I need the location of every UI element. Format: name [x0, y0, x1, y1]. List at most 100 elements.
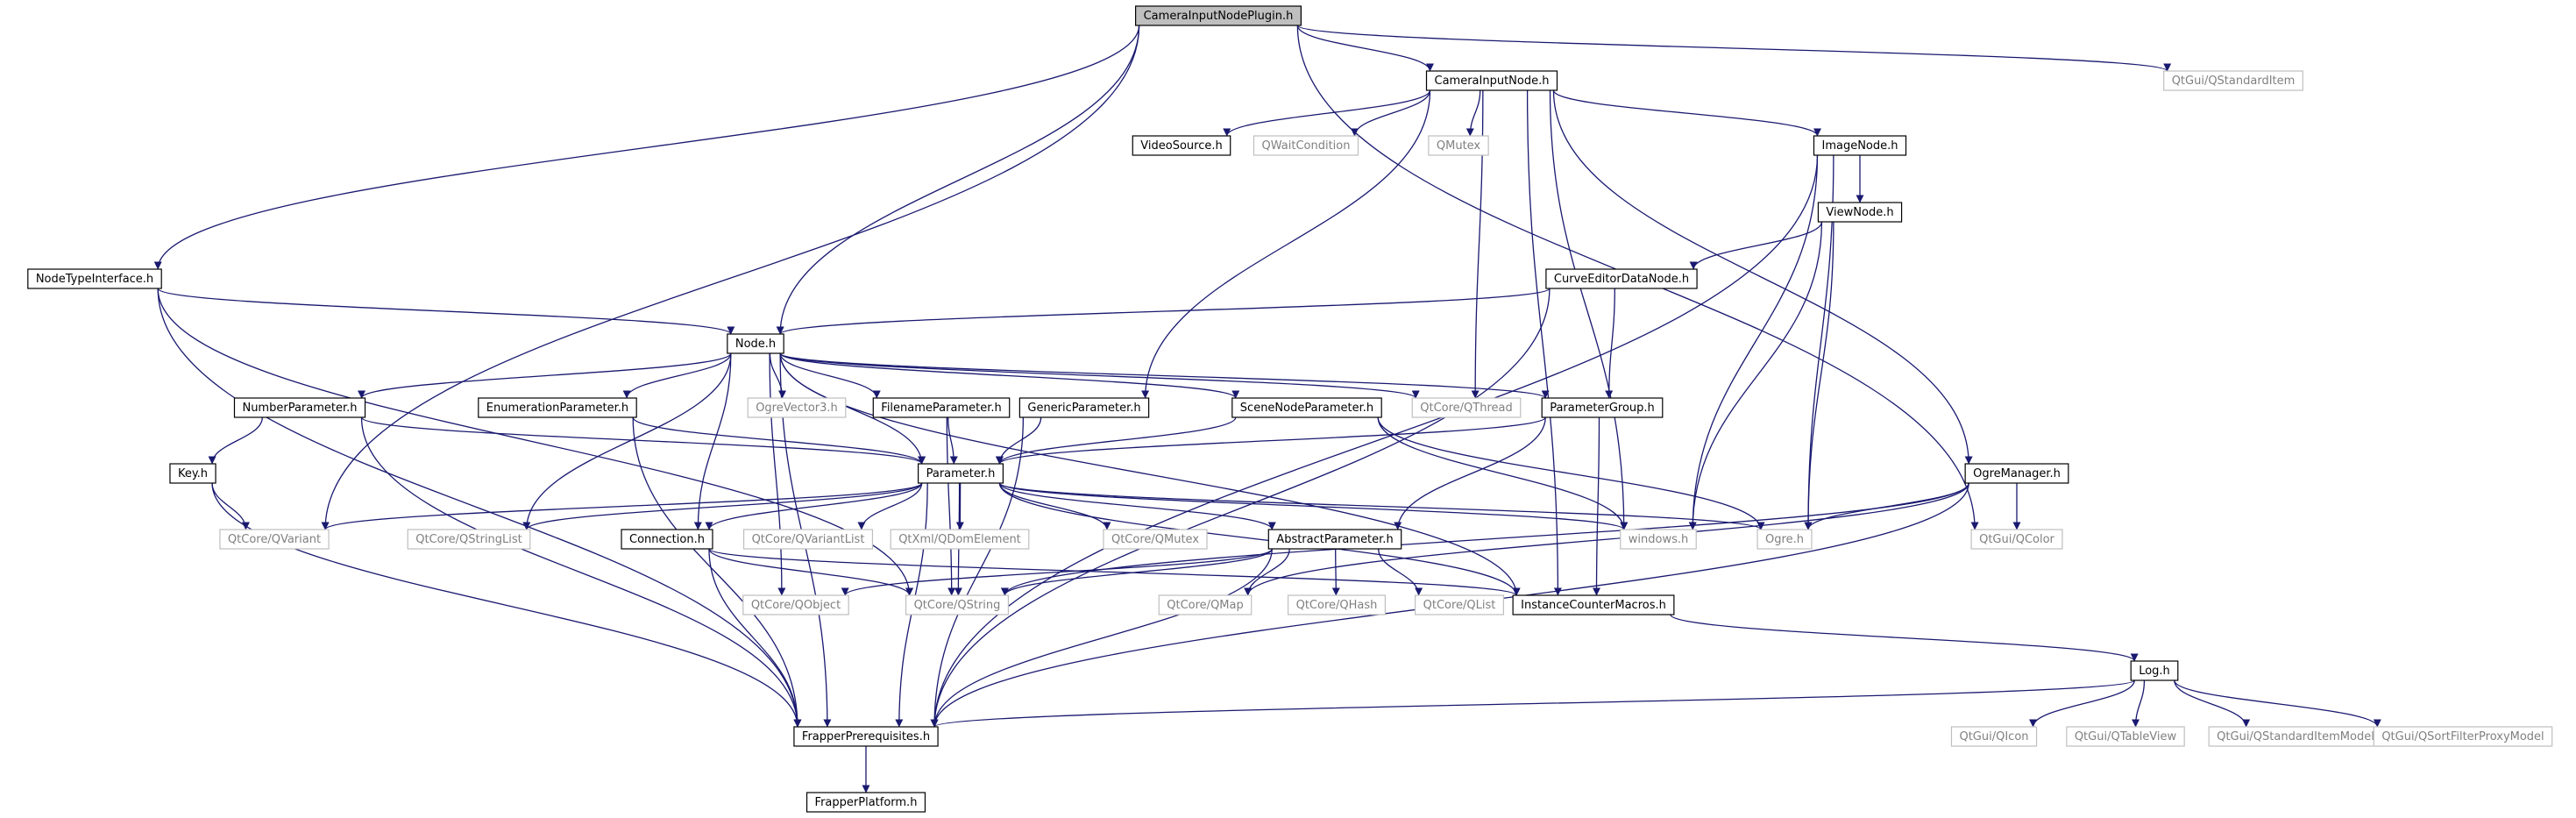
edge-om-to-qstr	[1001, 482, 1969, 596]
node-ogre-h: Ogre.h	[1756, 529, 1813, 550]
node-viewnode-h[interactable]: ViewNode.h	[1817, 202, 1903, 223]
node-label: FrapperPlatform.h	[815, 796, 918, 809]
node-label: FrapperPrerequisites.h	[802, 730, 930, 743]
node-qtgui-qicon: QtGui/QIcon	[1950, 726, 2038, 747]
edge-cin-to-qmx	[1465, 89, 1481, 137]
node-connection-h[interactable]: Connection.h	[621, 529, 713, 550]
node-box	[407, 529, 531, 550]
node-qtcore-qstringlist: QtCore/QStringList	[407, 529, 531, 550]
node-label: QtCore/QVariant	[228, 533, 321, 546]
node-label: QtCore/QString	[914, 599, 1001, 612]
node-label: ImageNode.h	[1821, 139, 1898, 153]
node-videosource-h[interactable]: VideoSource.h	[1132, 135, 1231, 156]
node-box	[1970, 529, 2063, 550]
node-qtcore-qmap: QtCore/QMap	[1158, 594, 1253, 615]
edge-snp-to-ogre	[1377, 416, 1765, 530]
edge-pg-to-icm	[1593, 416, 1601, 596]
node-label: QtCore/QHash	[1296, 599, 1378, 612]
node-parameter-h[interactable]: Parameter.h	[917, 463, 1004, 484]
edge-param-to-qvl	[857, 482, 923, 530]
edge-icm-to-log	[1670, 614, 2139, 662]
edge-log-to-qsfpm	[2174, 679, 2381, 728]
node-label: Parameter.h	[926, 467, 996, 480]
node-qtcore-qmutex: QtCore/QMutex	[1103, 529, 1208, 550]
node-box	[2373, 726, 2553, 747]
node-imagenode-h[interactable]: ImageNode.h	[1813, 135, 1907, 156]
node-box	[2130, 660, 2179, 681]
node-camerainputnode-h[interactable]: CameraInputNode.h	[1425, 70, 1558, 91]
node-box	[27, 268, 162, 289]
node-curveeditordatanode-h[interactable]: CurveEditorDataNode.h	[1545, 268, 1698, 289]
node-label: QtGui/QColor	[1979, 533, 2054, 546]
node-label: GenericParameter.h	[1027, 402, 1140, 415]
node-box	[917, 463, 1004, 484]
node-log-h[interactable]: Log.h	[2130, 660, 2179, 681]
node-node-h[interactable]: Node.h	[727, 333, 784, 354]
edge-param-to-ap	[998, 482, 1276, 530]
node-qtcore-qstring: QtCore/QString	[905, 594, 1010, 615]
node-camerainputnodeplugin-h[interactable]: CameraInputNodePlugin.h	[1135, 5, 1302, 26]
node-label: Ogre.h	[1765, 533, 1804, 546]
node-label: QtGui/QStandardItemModel	[2217, 730, 2374, 743]
node-box	[1158, 594, 1253, 615]
node-box	[1756, 529, 1813, 550]
node-frapperplatform-h[interactable]: FrapperPlatform.h	[805, 792, 926, 813]
edge-img-to-fpre	[930, 154, 1819, 728]
edge-node-to-icm	[779, 352, 1521, 596]
edge-cin-to-img	[1552, 89, 1821, 137]
edge-ced-to-fpre	[930, 288, 1551, 728]
node-qtxml-qdomelement: QtXml/QDomElement	[890, 529, 1030, 550]
edge-param-to-qcmx	[998, 482, 1111, 530]
edge-conn-to-fpre	[708, 548, 802, 728]
header-nodes: CameraInputNodePlugin.hCameraInputNode.h…	[27, 5, 2553, 813]
edge-ced-to-node	[776, 288, 1551, 335]
edge-np-to-param	[360, 416, 926, 465]
node-qtcore-qhash: QtCore/QHash	[1288, 594, 1386, 615]
node-enumerationparameter-h[interactable]: EnumerationParameter.h	[478, 397, 637, 418]
edge-ntif-to-node	[157, 288, 735, 335]
node-box	[872, 397, 1011, 418]
node-numberparameter-h[interactable]: NumberParameter.h	[233, 397, 366, 418]
node-box	[233, 397, 366, 418]
edge-ap-to-qlist	[1378, 548, 1423, 596]
node-box	[1231, 397, 1382, 418]
node-box	[1817, 202, 1903, 223]
node-box	[1425, 70, 1558, 91]
node-filenameparameter-h[interactable]: FilenameParameter.h	[872, 397, 1011, 418]
edge-log-to-qtv	[2132, 679, 2146, 728]
edge-param-to-ogre	[998, 482, 1765, 530]
node-frapperprerequisites-h[interactable]: FrapperPrerequisites.h	[793, 726, 939, 747]
node-label: ViewNode.h	[1826, 206, 1893, 219]
node-box	[1428, 135, 1489, 156]
node-label: QtXml/QDomElement	[898, 533, 1021, 546]
node-parametergroup-h[interactable]: ParameterGroup.h	[1541, 397, 1664, 418]
node-box	[905, 594, 1010, 615]
node-ogremanager-h[interactable]: OgreManager.h	[1964, 463, 2069, 484]
node-abstractparameter-h[interactable]: AbstractParameter.h	[1267, 529, 1402, 550]
node-box	[742, 594, 849, 615]
node-key-h[interactable]: Key.h	[169, 463, 216, 484]
edge-node-to-np	[358, 352, 732, 399]
node-box	[793, 726, 939, 747]
node-box	[1415, 594, 1504, 615]
node-scenenodeparameter-h[interactable]: SceneNodeParameter.h	[1231, 397, 1382, 418]
node-box	[1253, 135, 1359, 156]
node-box	[621, 529, 713, 550]
edge-node-to-pg	[779, 352, 1550, 399]
edge-fp-to-param	[947, 416, 958, 465]
node-label: EnumerationParameter.h	[486, 402, 628, 415]
node-box	[1103, 529, 1208, 550]
node-genericparameter-h[interactable]: GenericParameter.h	[1018, 397, 1150, 418]
node-label: CurveEditorDataNode.h	[1554, 273, 1689, 286]
edge-root-to-qsi	[1296, 25, 2171, 72]
node-box	[747, 397, 847, 418]
edge-cin-to-qwc	[1351, 89, 1431, 137]
node-label: QWaitCondition	[1262, 139, 1351, 153]
node-nodetypeinterface-h[interactable]: NodeTypeInterface.h	[27, 268, 162, 289]
edge-pg-to-ap	[1394, 416, 1546, 530]
node-box	[1950, 726, 2038, 747]
node-qtcore-qvariant: QtCore/QVariant	[219, 529, 330, 550]
node-instancecountermacros-h[interactable]: InstanceCounterMacros.h	[1512, 594, 1675, 615]
edge-cin-to-icm	[1526, 89, 1562, 596]
node-label: ParameterGroup.h	[1550, 402, 1655, 415]
